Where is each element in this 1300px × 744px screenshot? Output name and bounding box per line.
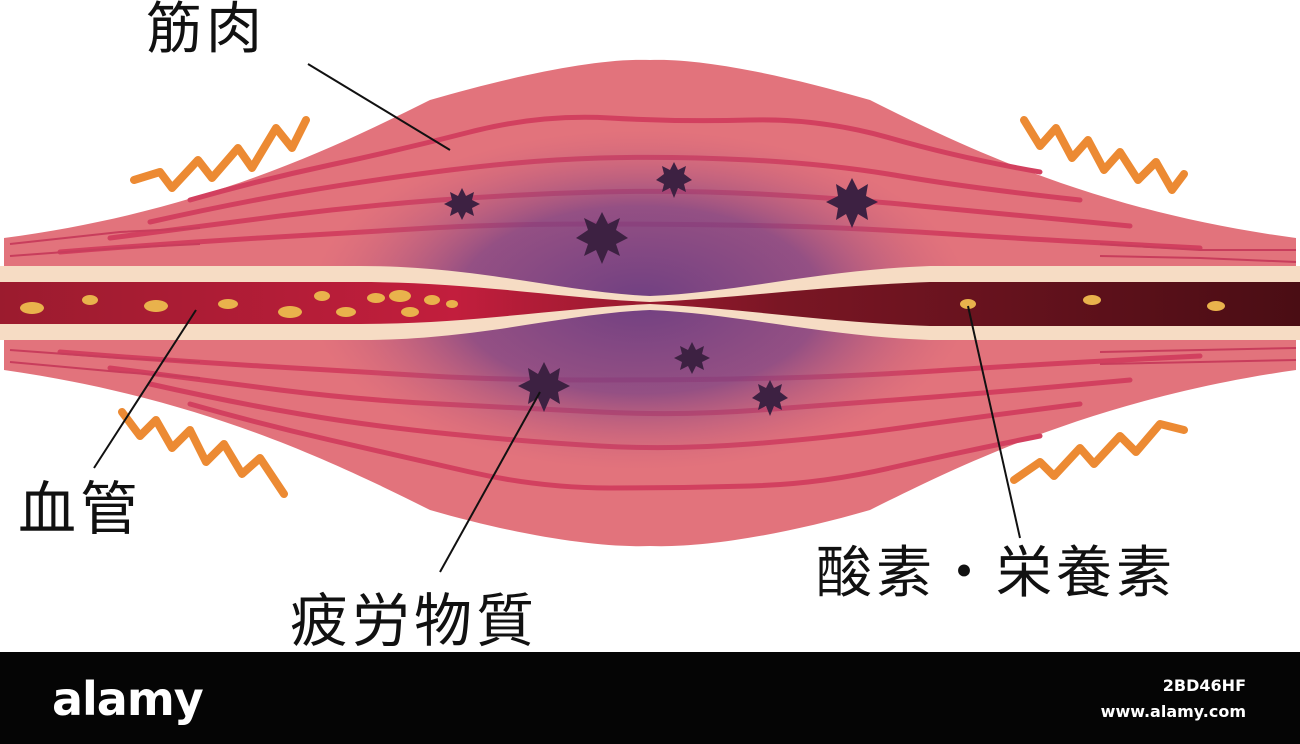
nutrient-particle-icon xyxy=(218,299,238,309)
label-oxygen-nutrients: 酸素・栄養素 xyxy=(816,541,1176,606)
fatigue-particle-icon xyxy=(674,342,710,374)
muscle-diagram xyxy=(0,59,1300,573)
heat-squiggle-icon xyxy=(130,116,310,192)
nutrient-particle-icon xyxy=(1083,295,1101,305)
nutrient-leader-line xyxy=(967,305,1021,539)
nutrient-particle-icon xyxy=(314,291,330,301)
nutrient-particle-icon xyxy=(20,302,44,314)
muscle-leader-line xyxy=(307,63,451,151)
footer-image-id: 2BD46HF xyxy=(1162,676,1246,695)
leader-lines xyxy=(93,63,1021,573)
fatigue-particle-icon xyxy=(656,162,692,198)
heat-squiggle-icon xyxy=(1010,420,1188,484)
fatigue-leader-line xyxy=(439,391,541,573)
nutrient-particles xyxy=(20,290,1225,318)
nutrient-particle-icon xyxy=(401,307,419,317)
nutrient-particle-icon xyxy=(446,300,458,308)
footer-brand-logo: alamy xyxy=(52,672,204,726)
fatigue-particle-icon xyxy=(444,188,480,220)
footer-site-url: www.alamy.com xyxy=(1100,702,1246,721)
muscle-fibers-top-thin xyxy=(9,227,1297,263)
nutrient-particle-icon xyxy=(1207,301,1225,311)
heat-squiggle-icon xyxy=(1020,116,1188,194)
muscle-fibers-bottom-thin xyxy=(9,347,1297,379)
nutrient-particle-icon xyxy=(960,299,976,309)
label-muscle: 筋肉 xyxy=(146,0,266,62)
nutrient-particle-icon xyxy=(367,293,385,303)
fatigue-particle-icon xyxy=(752,380,788,416)
fatigue-particle-icon xyxy=(576,212,628,264)
fatigue-particles xyxy=(444,162,878,416)
fatigue-particle-icon xyxy=(518,362,570,412)
label-blood-vessel: 血管 xyxy=(18,475,143,543)
nutrient-particle-icon xyxy=(82,295,98,305)
heat-squiggle-icon xyxy=(118,408,288,498)
label-fatigue-substances: 疲労物質 xyxy=(290,587,539,655)
nutrient-particle-icon xyxy=(389,290,411,302)
fatigue-particle-icon xyxy=(826,178,878,228)
vessel-leader-line xyxy=(93,309,197,469)
watermark-footer: alamy 2BD46HF www.alamy.com xyxy=(0,652,1300,744)
nutrient-particle-icon xyxy=(424,295,440,305)
nutrient-particle-icon xyxy=(336,307,356,317)
nutrient-particle-icon xyxy=(278,306,302,318)
nutrient-particle-icon xyxy=(144,300,168,312)
